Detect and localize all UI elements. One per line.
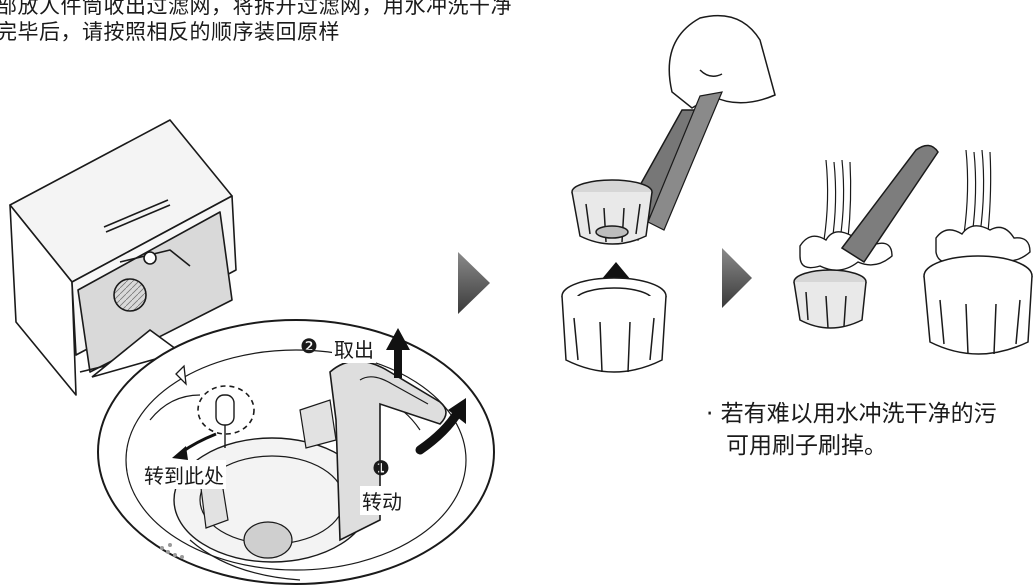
rinsed-filter-top	[793, 144, 939, 329]
step2-label: 取出	[332, 334, 376, 363]
rinsed-filter-bottom	[923, 255, 1033, 355]
remove-up-arrow	[386, 328, 410, 378]
step1-number: ❶	[372, 456, 390, 480]
step2-number: ❷	[300, 334, 318, 358]
water-stream-icon	[823, 149, 992, 243]
intro-line-1: 部放人件筒收出过滤网，将拆开过滤网，用水冲洗干净	[0, 0, 512, 18]
position-label: 转到此处	[142, 460, 226, 489]
rotate-arrow	[415, 398, 466, 455]
dishwasher-cabinet	[9, 119, 237, 396]
step-arrow-2	[722, 248, 752, 308]
hand-icon	[668, 14, 776, 109]
position-arrow	[172, 432, 217, 460]
filter-top-part	[571, 179, 653, 245]
note-line-2: 可用刷子刷掉。	[726, 433, 887, 459]
step1-label: 转动	[360, 486, 404, 515]
alignment-knob	[197, 385, 255, 448]
intro-line-2: 完毕后，请按照相反的顺序装回原样	[0, 20, 340, 44]
filter-bottom-part	[561, 277, 667, 373]
note-line-1: · 若有难以用水冲洗干净的污	[706, 401, 997, 427]
step-arrow-1	[458, 252, 490, 314]
magnified-view	[91, 319, 495, 585]
